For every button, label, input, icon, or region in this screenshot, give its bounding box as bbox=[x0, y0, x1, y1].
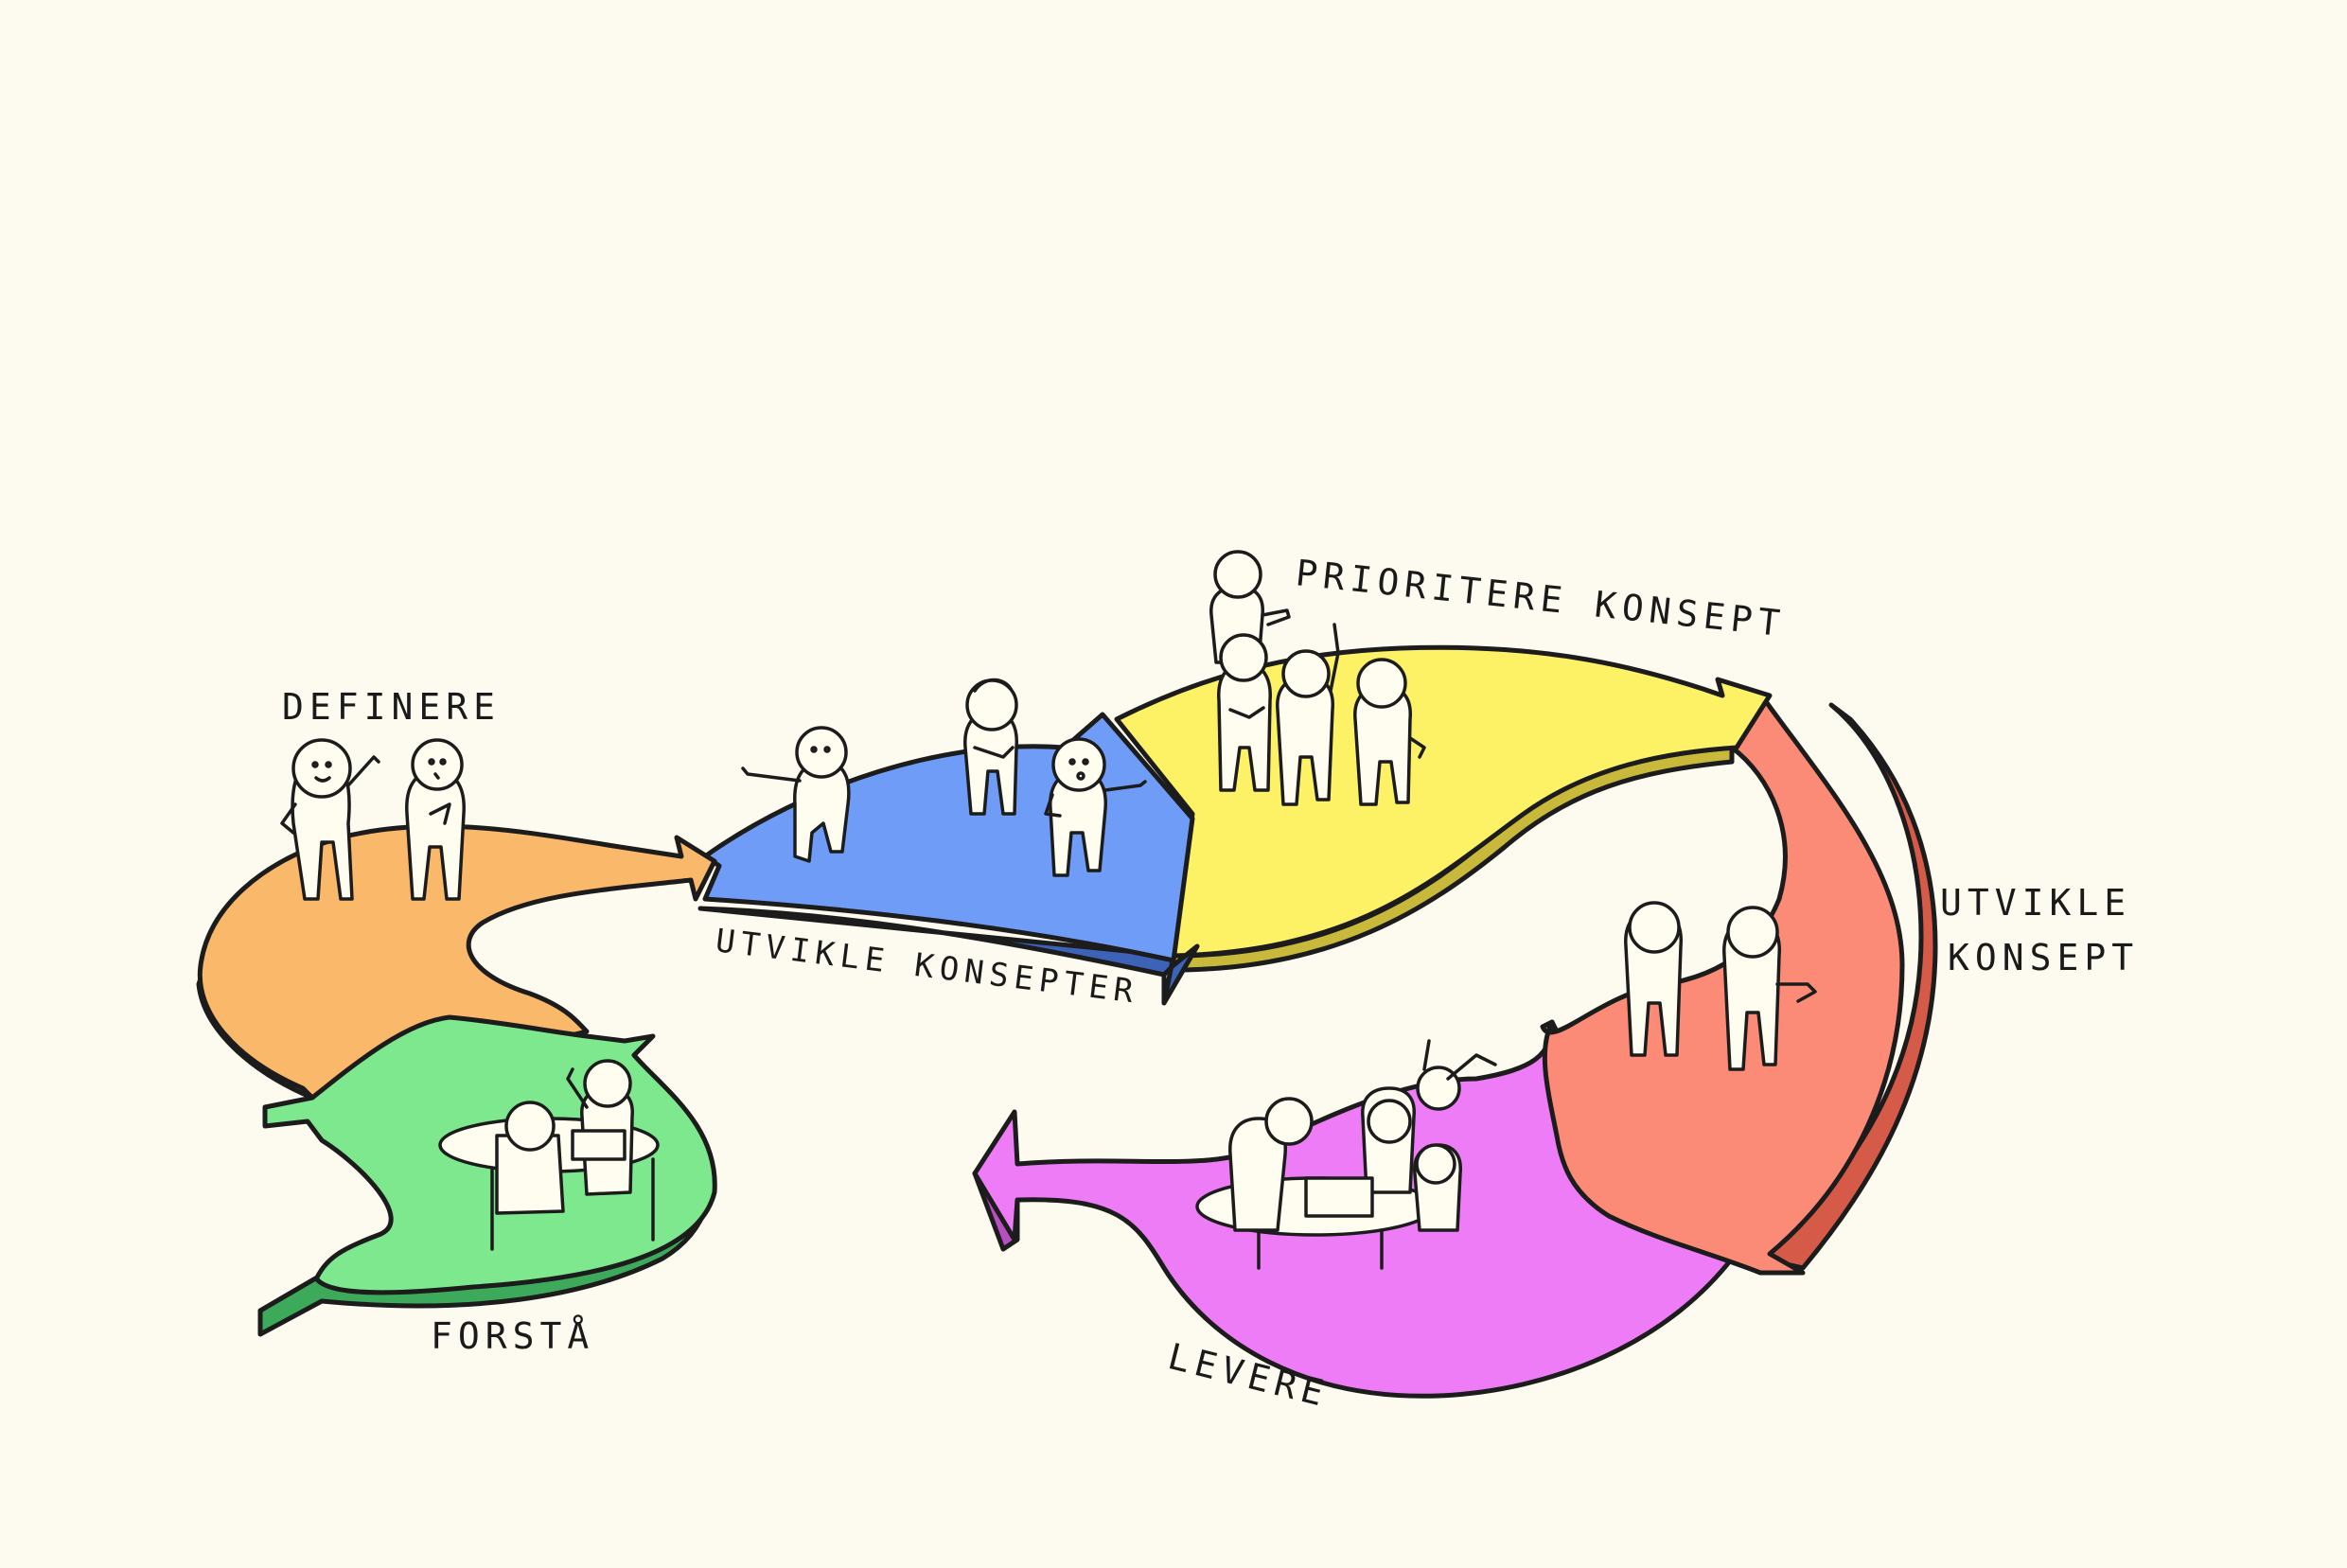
figure-person-konsept-2 bbox=[1722, 906, 1817, 1071]
figure-person-prioritere-4 bbox=[1353, 658, 1426, 806]
label-prioritere-konsept: PRIORITERE KONSEPT bbox=[1294, 552, 1788, 644]
label-utvikle-konsept-line1: UTVIKLE bbox=[1940, 882, 2131, 924]
arrow-utvikle-konsept bbox=[1540, 697, 1938, 1276]
figure-person-konsept-1 bbox=[1624, 901, 1683, 1057]
arrow-utvikle-konsepter-edge bbox=[697, 906, 1200, 1006]
label-definere: DEFINERE bbox=[282, 686, 501, 728]
figure-group-levere bbox=[1195, 1039, 1497, 1270]
figure-person-definere-2 bbox=[405, 738, 466, 901]
figure-person-prioritere-2 bbox=[1217, 633, 1272, 792]
figure-person-konsepter-3 bbox=[1044, 737, 1147, 877]
arrow-definere-body bbox=[197, 823, 717, 1101]
label-utvikle-konsept-line2: KONSEPT bbox=[1948, 937, 2139, 978]
arrow-utvikle-konsept-edge bbox=[1757, 702, 1938, 1271]
figure-person-prioritere-3 bbox=[1276, 623, 1340, 806]
figure-group-forsta bbox=[438, 1059, 660, 1251]
label-forsta: FORSTÅ bbox=[431, 1315, 594, 1357]
arrow-utvikle-konsepter-body bbox=[702, 712, 1195, 963]
figure-person-konsepter-1 bbox=[741, 726, 851, 863]
figure-person-konsepter-2 bbox=[963, 678, 1018, 816]
figure-person-definere-1 bbox=[280, 738, 380, 901]
